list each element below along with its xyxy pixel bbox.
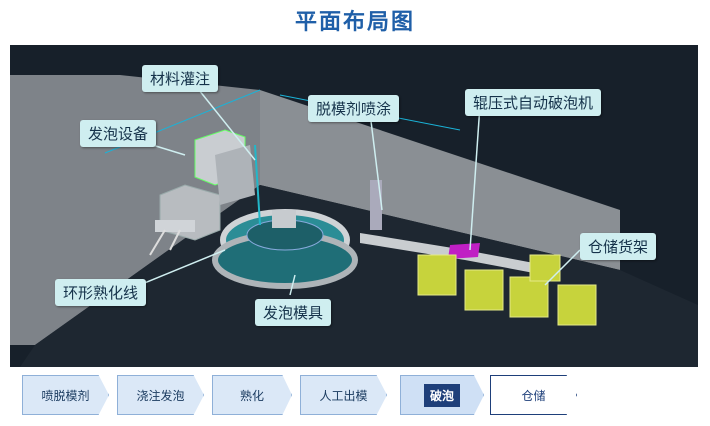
callout-foam-mold: 发泡模具 xyxy=(255,299,332,326)
flow-step-5-active: 破泡 xyxy=(400,375,484,415)
callout-material-filling: 材料灌注 xyxy=(142,65,219,92)
callout-foam-equipment: 发泡设备 xyxy=(80,120,157,147)
callout-roller-foam-breaker: 辊压式自动破泡机 xyxy=(465,89,602,116)
flow-step-1: 喷脱模剂 xyxy=(22,375,109,415)
flow-step-4: 人工出模 xyxy=(300,375,387,415)
page-title: 平面布局图 xyxy=(294,10,415,35)
floor xyxy=(20,185,698,367)
callout-circular-curing-line: 环形熟化线 xyxy=(55,279,147,306)
callout-release-agent-spraying: 脱模剂喷涂 xyxy=(308,95,400,122)
floor-plan-drawing xyxy=(10,75,698,367)
flow-step-6: 仓储 xyxy=(490,375,577,415)
callout-storage-rack: 仓储货架 xyxy=(580,233,657,260)
floor-plan-scene: 材料灌注 发泡设备 脱模剂喷涂 辊压式自动破泡机 仓储货架 环形熟化线 发泡模具 xyxy=(10,45,698,367)
storage-racks xyxy=(417,254,597,326)
circular-curing-line xyxy=(212,144,358,289)
process-flow: 喷脱模剂 浇注发泡 熟化 人工出模 破泡 仓储 xyxy=(22,375,602,415)
flow-step-3: 熟化 xyxy=(212,375,292,415)
foam-equipment-structure xyxy=(149,129,255,256)
flow-step-2: 浇注发泡 xyxy=(117,375,204,415)
back-wall xyxy=(260,90,620,270)
